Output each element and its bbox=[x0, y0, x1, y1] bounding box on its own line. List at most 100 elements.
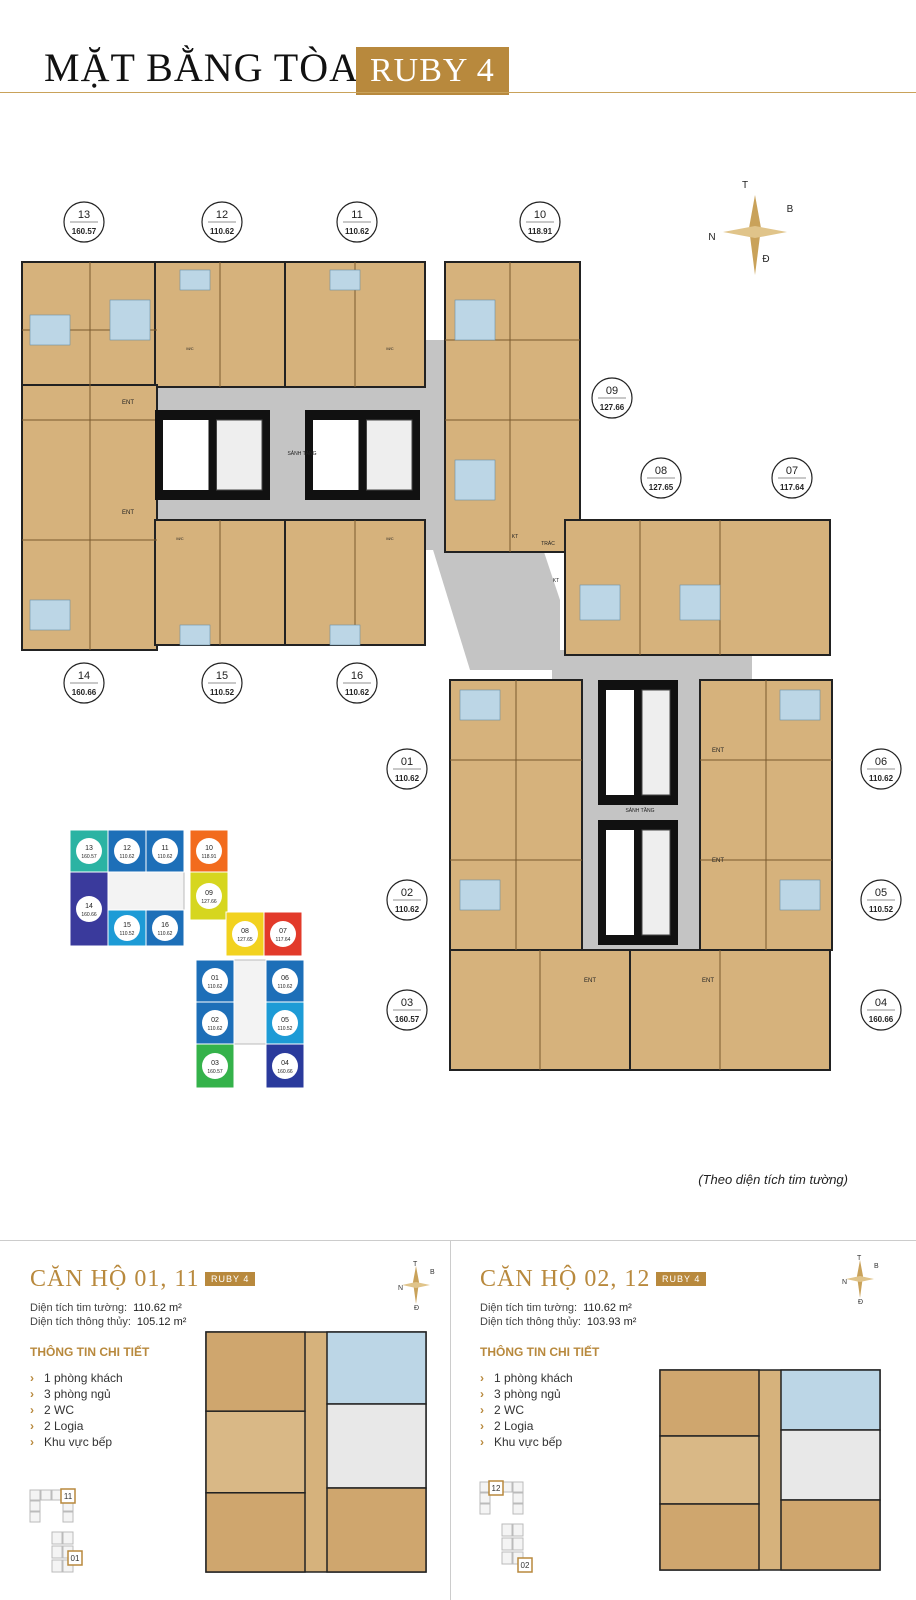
unit-area: 118.91 bbox=[528, 227, 553, 236]
bathroom-tile bbox=[679, 584, 721, 621]
unit-area: 110.62 bbox=[395, 905, 420, 914]
compass-letter: Đ bbox=[762, 254, 769, 265]
key-unit-area: 110.62 bbox=[278, 984, 293, 990]
bathroom-tile bbox=[109, 299, 151, 341]
page-title: MẶT BẰNG TÒA bbox=[44, 45, 359, 90]
unit-code: 16 bbox=[351, 670, 363, 682]
bathroom bbox=[780, 1369, 881, 1431]
key-unit-area: 110.62 bbox=[120, 854, 135, 860]
entrance-label: ENT bbox=[122, 510, 134, 516]
unit-code: 08 bbox=[655, 465, 667, 477]
compass-letter: N bbox=[708, 232, 715, 243]
bedroom bbox=[659, 1369, 760, 1437]
detail-list: 1 phòng khách 3 phòng ngủ 2 WC 2 Logia K… bbox=[30, 1370, 123, 1450]
detail-item: 2 Logia bbox=[30, 1418, 123, 1434]
detail-heading: THÔNG TIN CHI TIẾT bbox=[30, 1345, 150, 1359]
unit-code: 13 bbox=[78, 209, 90, 221]
area-wall-value: 110.62 m² bbox=[583, 1302, 632, 1314]
detail-item: 2 WC bbox=[480, 1402, 573, 1418]
bathroom-tile bbox=[29, 599, 71, 631]
living-room bbox=[659, 1435, 760, 1505]
unit-locator-key: 12 02 bbox=[479, 1480, 533, 1573]
key-unit-area: 110.62 bbox=[208, 1026, 223, 1032]
kitchen bbox=[780, 1429, 881, 1501]
stair-shaft bbox=[313, 420, 359, 490]
locator-code: 01 bbox=[71, 1554, 80, 1563]
apartment-badge: RUBY 4 bbox=[205, 1272, 256, 1286]
unit-area: 110.62 bbox=[395, 774, 420, 783]
bathroom-tile bbox=[29, 314, 71, 346]
key-core bbox=[233, 959, 267, 1045]
unit-area: 117.64 bbox=[780, 483, 805, 492]
title-badge: RUBY 4 bbox=[356, 47, 509, 95]
key-unit-area: 110.52 bbox=[120, 931, 135, 937]
bedroom bbox=[205, 1492, 306, 1573]
bathroom-tile bbox=[459, 879, 501, 911]
bathroom-tile bbox=[329, 269, 361, 291]
key-unit-code: 05 bbox=[281, 1017, 289, 1024]
key-unit-badge bbox=[272, 1010, 298, 1036]
area-clear-label: Diện tích thông thủy: bbox=[480, 1316, 581, 1328]
key-unit-code: 15 bbox=[123, 922, 131, 929]
elevator-shaft bbox=[641, 829, 671, 936]
area-wall-label: Diện tích tim tường: bbox=[30, 1302, 128, 1314]
apartment-title: CĂN HỘ 02, 12 bbox=[480, 1266, 651, 1292]
apartment-panel-01-11: CĂN HỘ 01, 11 RUBY 4 Diện tích tim tường… bbox=[0, 1240, 451, 1600]
corridor-diagonal bbox=[430, 540, 560, 670]
unit-code: 11 bbox=[351, 209, 362, 221]
key-unit-code: 02 bbox=[211, 1017, 219, 1024]
key-unit-area: 110.62 bbox=[158, 854, 173, 860]
unit-code: 03 bbox=[401, 997, 413, 1009]
detail-item: 2 Logia bbox=[480, 1418, 573, 1434]
unit-area: 127.65 bbox=[649, 483, 674, 492]
compass-icon bbox=[723, 195, 787, 275]
bathroom-tile bbox=[459, 689, 501, 721]
key-unit-code: 04 bbox=[281, 1060, 289, 1067]
locator-code: 02 bbox=[521, 1561, 530, 1570]
bathroom-tile bbox=[179, 624, 211, 646]
stair-shaft bbox=[606, 690, 634, 795]
mc-label: M/C bbox=[386, 346, 393, 351]
key-unit-area: 110.52 bbox=[278, 1026, 293, 1032]
key-unit-code: 16 bbox=[161, 922, 169, 929]
key-unit-badge bbox=[202, 1053, 228, 1079]
unit-area: 110.52 bbox=[210, 688, 235, 697]
detail-item: Khu vực bếp bbox=[480, 1434, 573, 1450]
lobby-label: SẢNH TẦNG bbox=[625, 807, 654, 814]
key-unit-area: 127.65 bbox=[237, 937, 253, 943]
unit-area: 110.52 bbox=[869, 905, 894, 914]
detail-item: 1 phòng khách bbox=[30, 1370, 123, 1386]
key-unit-badge bbox=[202, 968, 228, 994]
key-unit-area: 160.66 bbox=[277, 1069, 293, 1075]
unit-area: 110.62 bbox=[869, 774, 894, 783]
key-unit-code: 06 bbox=[281, 975, 289, 982]
bathroom-tile bbox=[779, 879, 821, 911]
detail-item: 1 phòng khách bbox=[480, 1370, 573, 1386]
key-unit-area: 160.66 bbox=[81, 912, 97, 918]
bathroom bbox=[326, 1331, 427, 1405]
bathroom-tile bbox=[579, 584, 621, 621]
entrance-label: ENT bbox=[702, 978, 714, 984]
area-clear-line: Diện tích thông thủy:105.12 m² bbox=[30, 1316, 186, 1328]
unit-area: 127.66 bbox=[600, 403, 625, 412]
compass-icon: T B N Đ bbox=[842, 1255, 879, 1304]
garbage-chute-label: TRÁC bbox=[541, 540, 555, 547]
key-unit-badge bbox=[76, 896, 102, 922]
compass-letter: Đ bbox=[858, 1299, 863, 1304]
bathroom-tile bbox=[179, 269, 211, 291]
unit-code: 04 bbox=[875, 997, 887, 1009]
page-header: MẶT BẰNG TÒA RUBY 4 bbox=[0, 0, 916, 100]
key-unit-code: 14 bbox=[85, 903, 93, 910]
unit-code: 12 bbox=[216, 209, 228, 221]
unit-area: 160.57 bbox=[395, 1015, 420, 1024]
unit-code: 09 bbox=[606, 385, 618, 397]
unit-area: 160.66 bbox=[72, 688, 97, 697]
apartment-block bbox=[629, 949, 831, 1071]
unit-code: 05 bbox=[875, 887, 887, 899]
area-clear-label: Diện tích thông thủy: bbox=[30, 1316, 131, 1328]
detail-heading: THÔNG TIN CHI TIẾT bbox=[480, 1345, 600, 1359]
key-unit-badge bbox=[152, 915, 178, 941]
unit-area: 110.62 bbox=[210, 227, 235, 236]
apartment-floor-plan bbox=[659, 1369, 881, 1571]
key-unit-area: 110.62 bbox=[208, 984, 223, 990]
